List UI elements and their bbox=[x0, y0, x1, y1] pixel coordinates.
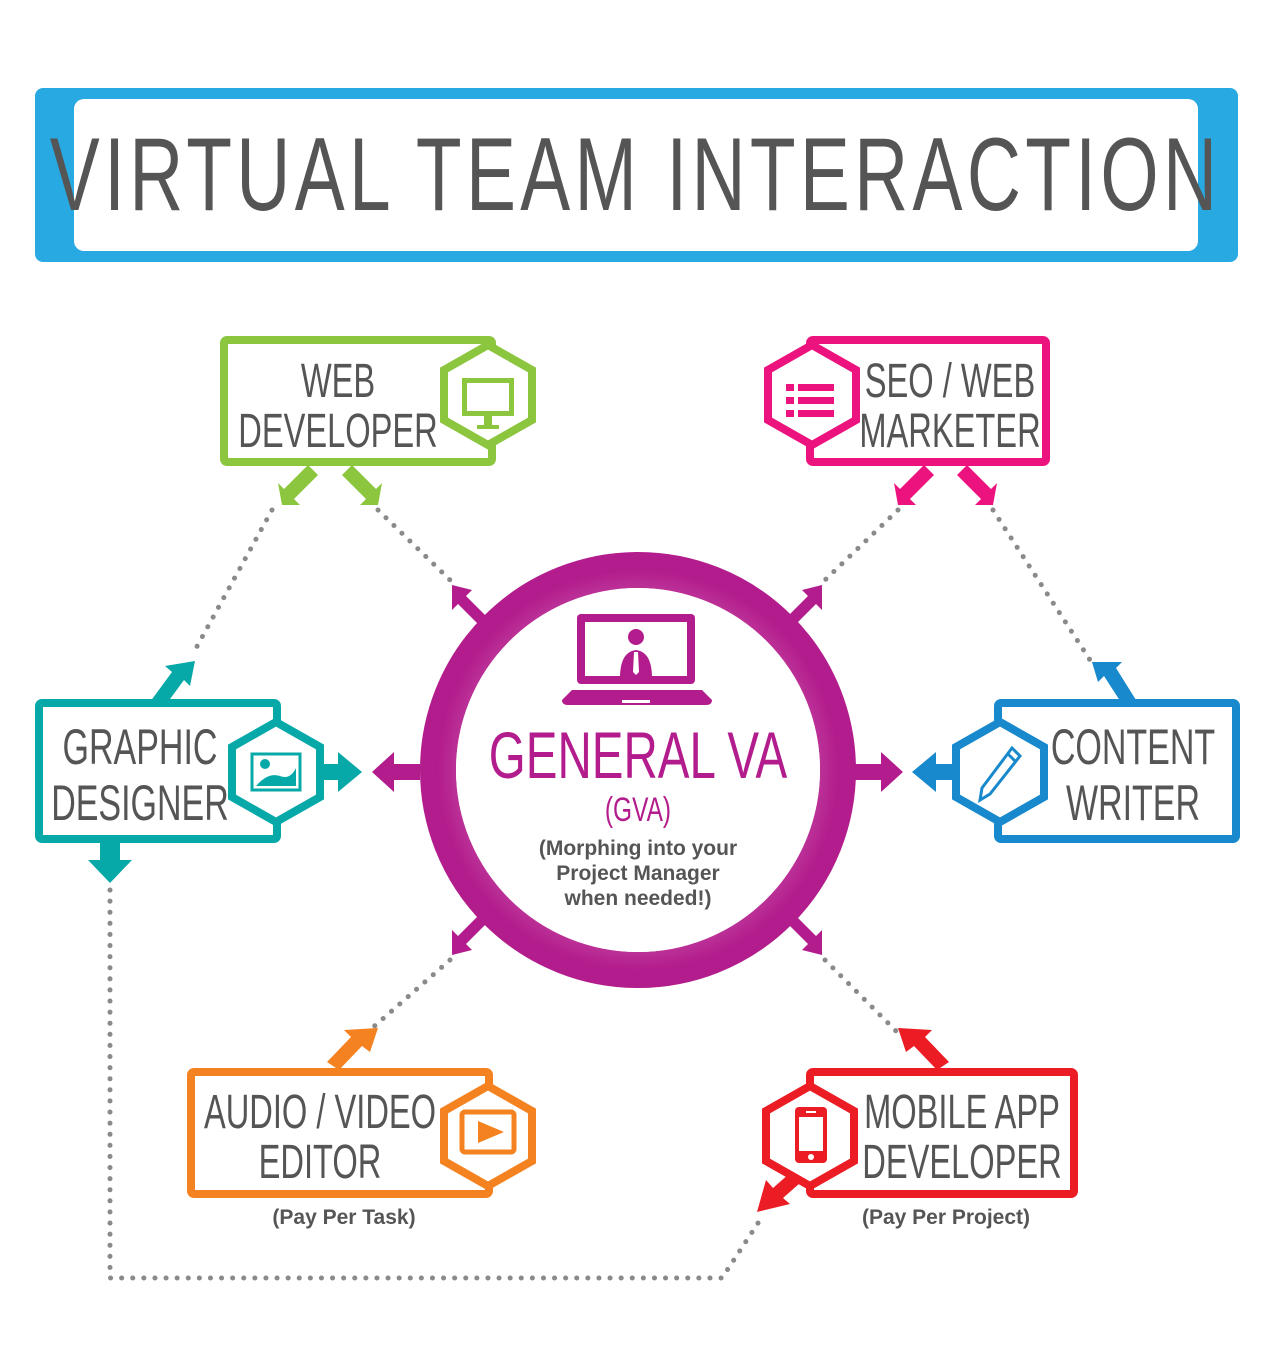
center-abbrev: (GVA) bbox=[605, 791, 671, 829]
connector-center-to-audio bbox=[367, 957, 453, 1033]
audio-video-line-2: EDITOR bbox=[259, 1135, 382, 1189]
play-icon bbox=[459, 1109, 517, 1155]
arrow-up-left-icon bbox=[452, 585, 486, 624]
seo-marketer-arrows bbox=[894, 465, 997, 505]
audio-video-line-1: AUDIO / VIDEO bbox=[204, 1085, 436, 1139]
connector-lines bbox=[107, 507, 1093, 1281]
content-writer-line-2: WRITER bbox=[1066, 776, 1200, 832]
seo-marketer-line-1: SEO / WEB bbox=[865, 354, 1035, 408]
web-developer-arrows bbox=[278, 465, 382, 505]
role-audio-video-editor: AUDIO / VIDEO EDITOR (Pay Per Task) bbox=[187, 1028, 536, 1229]
center-node: GENERAL VA (GVA) (Morphing into your Pro… bbox=[372, 552, 903, 988]
center-ring bbox=[420, 552, 856, 988]
center-disc bbox=[456, 588, 820, 952]
role-web-developer: WEB DEVELOPER bbox=[220, 336, 536, 505]
connector-center-to-mobile bbox=[822, 957, 903, 1038]
mobile-app-note: (Pay Per Project) bbox=[862, 1206, 1030, 1229]
role-content-writer: CONTENT WRITER bbox=[912, 662, 1240, 843]
seo-marketer-line-2: MARKETER bbox=[859, 404, 1040, 458]
role-graphic-designer: GRAPHIC DESIGNER bbox=[35, 661, 362, 883]
connector-web-to-center bbox=[375, 507, 453, 583]
audio-video-note: (Pay Per Task) bbox=[272, 1206, 415, 1229]
arrow-up-right-icon bbox=[788, 585, 822, 624]
monitor-icon bbox=[462, 378, 514, 429]
smartphone-icon bbox=[795, 1107, 827, 1163]
graphic-designer-line-2: DESIGNER bbox=[51, 776, 229, 832]
web-developer-line-2: DEVELOPER bbox=[238, 404, 437, 458]
center-note-line-1: (Morphing into your bbox=[539, 837, 737, 860]
title-box: VIRTUAL TEAM INTERACTION bbox=[50, 99, 1217, 251]
connector-seo-to-content bbox=[990, 507, 1093, 663]
center-note-line-2: Project Manager bbox=[556, 862, 719, 885]
content-writer-arrows bbox=[912, 662, 1136, 792]
role-mobile-app-developer: MOBILE APP DEVELOPER (Pay Per Project) bbox=[757, 1028, 1078, 1229]
laptop-user-icon bbox=[562, 614, 712, 705]
connector-graphic-to-mobile bbox=[107, 887, 763, 1281]
web-developer-line-1: WEB bbox=[301, 354, 375, 408]
image-icon bbox=[250, 752, 302, 792]
page-title: VIRTUAL TEAM INTERACTION bbox=[50, 116, 1222, 233]
connector-seo-to-center bbox=[822, 507, 901, 583]
audio-video-arrows bbox=[327, 1028, 378, 1070]
role-seo-web-marketer: SEO / WEB MARKETER bbox=[764, 336, 1050, 505]
center-title: GENERAL VA bbox=[489, 719, 788, 792]
center-arrows bbox=[372, 585, 903, 955]
mobile-app-line-1: MOBILE APP bbox=[864, 1085, 1060, 1139]
pencil-icon bbox=[977, 745, 1023, 803]
connector-web-to-graphic bbox=[192, 507, 275, 653]
list-icon bbox=[786, 384, 834, 417]
content-writer-line-1: CONTENT bbox=[1051, 720, 1215, 776]
arrow-right-icon bbox=[855, 752, 903, 792]
arrow-left-icon bbox=[372, 752, 420, 792]
arrow-down-right-icon bbox=[788, 916, 822, 955]
graphic-designer-line-1: GRAPHIC bbox=[63, 720, 218, 776]
mobile-app-line-2: DEVELOPER bbox=[862, 1135, 1061, 1189]
center-note-line-3: when needed!) bbox=[563, 887, 711, 910]
arrow-down-left-icon bbox=[452, 916, 486, 955]
graphic-designer-arrows bbox=[88, 661, 362, 883]
